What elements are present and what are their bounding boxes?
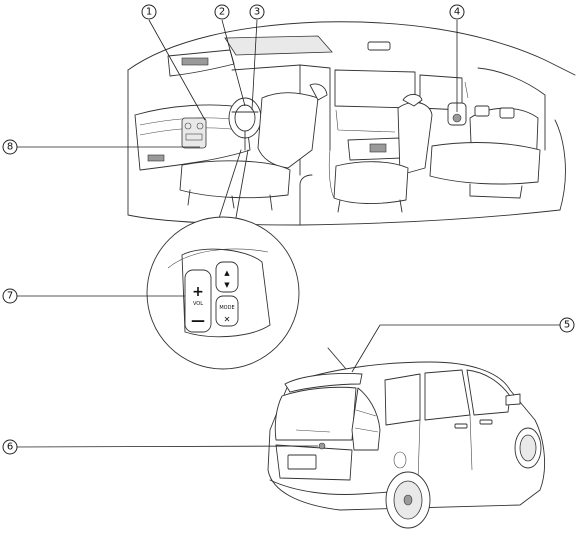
volume-label: VOL (193, 301, 203, 307)
volume-up-label: + (192, 284, 204, 300)
callout-2: 2 (214, 4, 230, 20)
interior-cutaway-illustration (127, 21, 576, 226)
callout-8: 8 (2, 139, 18, 155)
seek-up-label: ▲ (224, 269, 230, 277)
callout-4-label: 4 (454, 7, 460, 18)
callout-4: 4 (449, 4, 465, 20)
mute-button-label: ✕ (224, 315, 231, 324)
seek-down-label: ▼ (224, 281, 230, 289)
callout-7-label: 7 (7, 291, 13, 302)
callout-8-label: 8 (7, 142, 13, 153)
mode-button-label: MODE (219, 305, 234, 311)
callout-3: 3 (249, 4, 265, 20)
callout-2-label: 2 (219, 7, 225, 18)
callout-7: 7 (2, 288, 18, 304)
callout-5-label: 5 (564, 320, 570, 331)
steering-switch-detail: + VOL — ▲ ▼ MODE ✕ (146, 149, 300, 370)
callout-leaders (13, 19, 560, 448)
volume-down-label: — (191, 313, 205, 329)
callout-1-label: 1 (146, 7, 152, 18)
callout-6-label: 6 (7, 442, 13, 453)
callout-3-label: 3 (254, 7, 260, 18)
callout-1: 1 (141, 4, 157, 20)
exterior-rear-view-illustration (267, 347, 545, 529)
callout-6: 6 (2, 439, 18, 455)
callout-5: 5 (559, 317, 575, 333)
